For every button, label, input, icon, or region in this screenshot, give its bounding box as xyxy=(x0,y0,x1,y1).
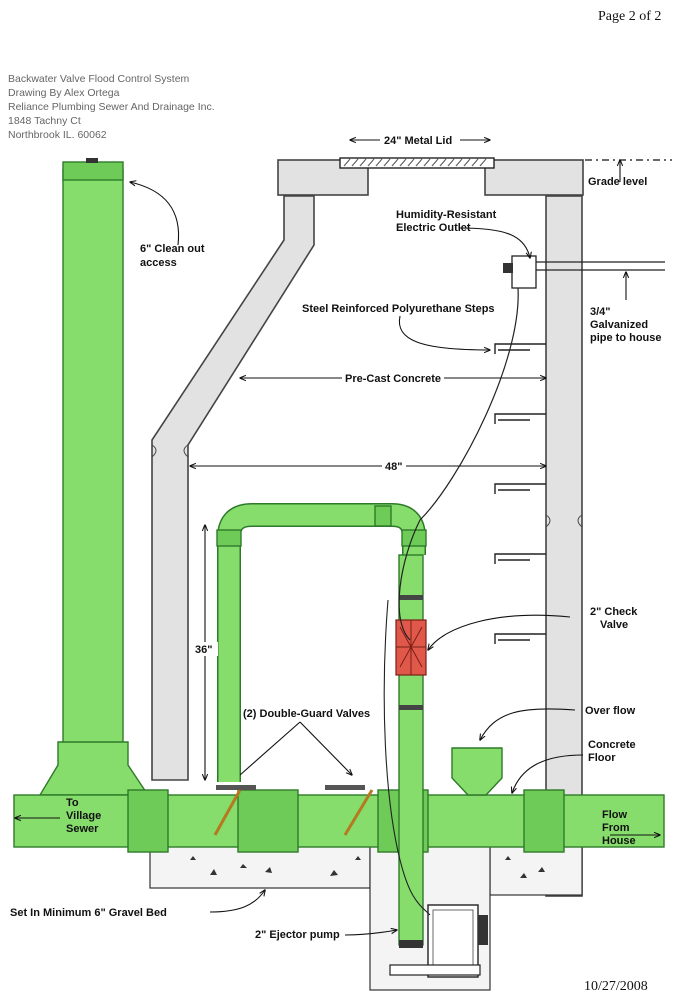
sewer-label-2: Village xyxy=(66,810,101,822)
header-line-3: Reliance Plumbing Sewer And Drainage Inc… xyxy=(8,101,215,113)
header-line-1: Backwater Valve Flood Control System xyxy=(8,73,190,85)
galvanized-label-2: Galvanized xyxy=(590,319,648,331)
check-valve-label-2: Valve xyxy=(600,619,628,631)
overflow-label: Over flow xyxy=(585,705,636,717)
sewer-label-1: To xyxy=(66,797,79,809)
lid-slab-right xyxy=(484,159,584,196)
outlet-label-2: Electric Outlet xyxy=(396,222,471,234)
pipe-coupling-2 xyxy=(237,789,299,853)
gravel-bed-right xyxy=(489,839,583,896)
steps-label: Steel Reinforced Polyurethane Steps xyxy=(302,303,495,315)
height-36-label: 36" xyxy=(195,644,212,656)
lid-hatching xyxy=(343,158,487,167)
gravel-marks xyxy=(190,856,545,878)
cleanout-wye xyxy=(38,741,150,796)
galvanized-label-1: 3/4" xyxy=(590,306,611,318)
cleanout-cap xyxy=(62,161,124,181)
steps xyxy=(494,343,546,644)
flow-label-1: Flow xyxy=(602,809,627,821)
ejector-pump-switch xyxy=(478,915,488,945)
ejector-pump-base xyxy=(389,964,481,976)
pipe-coupling-1 xyxy=(127,789,169,853)
width-48-label: 48" xyxy=(385,461,402,473)
outlet-label-1: Humidity-Resistant xyxy=(396,209,497,221)
ejector-label: 2" Ejector pump xyxy=(255,929,340,941)
u-pipe-outline xyxy=(217,503,426,782)
cleanout-label-2: access xyxy=(140,257,177,269)
double-guard-label: (2) Double-Guard Valves xyxy=(243,708,370,720)
electric-outlet xyxy=(511,255,537,289)
valve-flap-2 xyxy=(343,789,374,836)
u-pipe xyxy=(218,504,425,782)
pump-power-cord xyxy=(398,287,519,641)
metal-lid xyxy=(339,157,495,169)
sewer-label-3: Sewer xyxy=(66,823,99,835)
pipe-coupling-4 xyxy=(523,789,565,853)
precast-wall-left xyxy=(151,195,315,781)
header-line-2: Drawing By Alex Ortega xyxy=(8,87,120,99)
gravel-label: Set In Minimum 6" Gravel Bed xyxy=(10,907,167,919)
galvanized-label-3: pipe to house xyxy=(590,332,662,344)
drawing-header: Backwater Valve Flood Control System Dra… xyxy=(8,73,215,141)
discharge-pipe xyxy=(398,554,424,946)
check-valve-label-1: 2" Check xyxy=(590,606,638,618)
cleanout-label-1: 6" Clean out xyxy=(140,243,205,255)
header-line-5: Northbrook IL. 60062 xyxy=(8,129,107,141)
overflow-riser xyxy=(451,747,503,796)
valve-flap-1 xyxy=(213,789,242,836)
flow-label-3: House xyxy=(602,835,636,847)
page-number: Page 2 of 2 xyxy=(598,9,661,24)
main-sewer-pipe xyxy=(13,794,665,848)
cleanout-pipe xyxy=(62,169,124,746)
precast-label: Pre-Cast Concrete xyxy=(345,373,441,385)
grade-level-label: Grade level xyxy=(588,176,647,188)
header-line-4: 1848 Tachny Ct xyxy=(8,115,81,127)
drawing-date: 10/27/2008 xyxy=(584,979,648,994)
precast-wall-right xyxy=(545,195,583,897)
concrete-floor-label-1: Concrete xyxy=(588,739,636,751)
flow-label-2: From xyxy=(602,822,630,834)
concrete-floor-label-2: Floor xyxy=(588,752,616,764)
metal-lid-label: 24" Metal Lid xyxy=(384,135,452,147)
